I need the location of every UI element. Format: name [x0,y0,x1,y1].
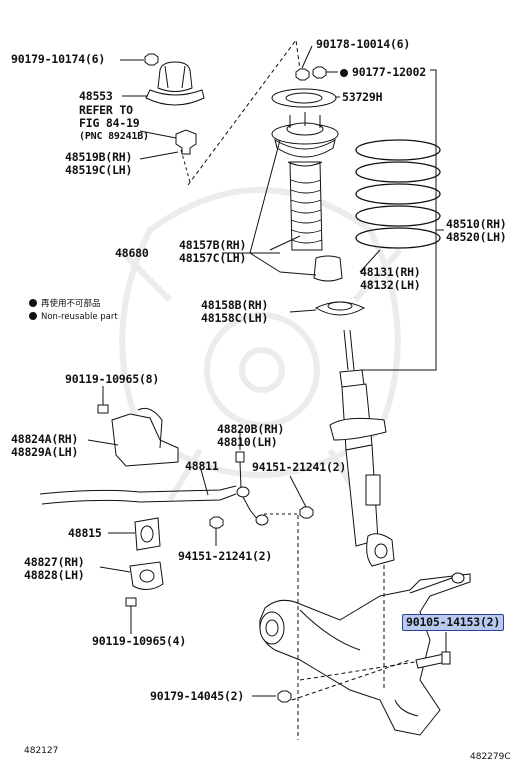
label-48519b: 48519B(RH) [65,150,133,164]
diagram-code-left: 482127 [24,746,59,756]
label-pnc: (PNC 89241B) [79,131,149,142]
non-reusable-dot-icon [29,312,37,320]
diagram-code-right: 482279C [470,752,511,762]
label-48520: 48520(LH) [446,230,507,244]
label-53729h: 53729H [342,90,383,104]
label-48824a: 48824A(RH) [11,432,79,446]
label-48680: 48680 [115,246,149,260]
non-reusable-dot-icon [29,299,37,307]
label-94151-upper: 94151-21241(2) [252,460,347,474]
label-48158b: 48158B(RH) [201,298,269,312]
label-90178: 90178-10014(6) [316,37,411,51]
label-90119-10965-8: 90119-10965(8) [65,372,160,386]
label-90179-14045: 90179-14045(2) [150,689,245,703]
label-fig: FIG 84-19 [79,116,140,130]
label-48828: 48828(LH) [24,568,85,582]
label-94151-lower: 94151-21241(2) [178,549,273,563]
label-48510: 48510(RH) [446,217,507,231]
label-48810: 48810(LH) [217,435,278,449]
label-90179-10174: 90179-10174(6) [11,52,106,66]
label-48158c: 48158C(LH) [201,311,269,325]
label-90119-10965-4: 90119-10965(4) [92,634,187,648]
label-48553: 48553 [79,89,113,103]
label-48829a: 48829A(LH) [11,445,79,459]
legend-jp: 再使用不可部品 [29,297,101,309]
label-48131: 48131(RH) [360,265,421,279]
label-90177: 90177-12002 [340,66,426,81]
legend-en: Non-reusable part [29,312,118,322]
label-90105-highlighted[interactable]: 90105-14153(2) [402,614,505,631]
label-48157c: 48157C(LH) [179,251,247,265]
non-reusable-dot-icon [340,69,348,77]
label-48811: 48811 [185,459,219,473]
label-48157b: 48157B(RH) [179,238,247,252]
label-48827: 48827(RH) [24,555,85,569]
label-48132: 48132(LH) [360,278,421,292]
label-refer-to: REFER TO [79,103,133,117]
label-48820b: 48820B(RH) [217,422,285,436]
label-48519c: 48519C(LH) [65,163,133,177]
label-48815: 48815 [68,526,102,540]
